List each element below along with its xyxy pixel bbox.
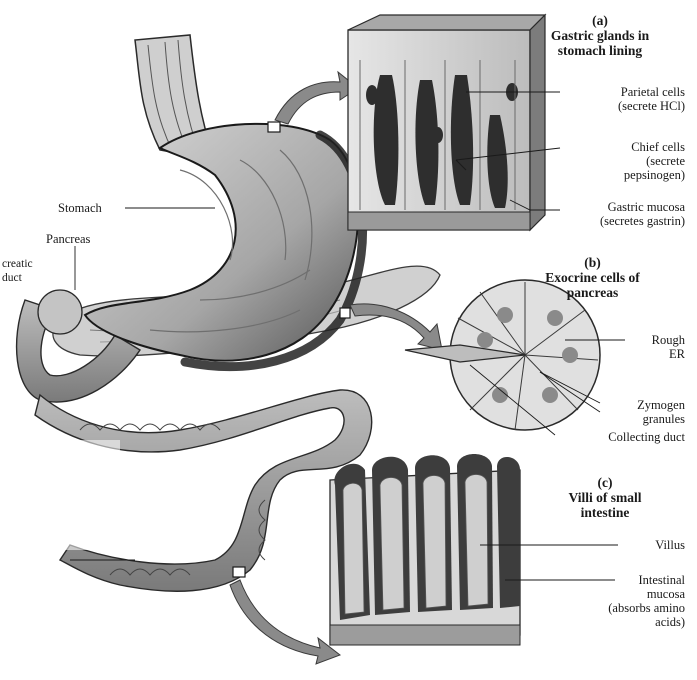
panel-c-letter: (c) [525,475,685,490]
panel-b-title-line2: pancreas [500,285,685,300]
villus-label: Villus [655,538,685,552]
pancreatic-acinus [405,280,600,430]
panel-c-title-line2: intestine [525,505,685,520]
pancreas-label: Pancreas [46,232,90,246]
panel-c-title-line1: Villi of small [525,490,685,505]
parietal-cells-label: Parietal cells (secrete HCl) [618,85,685,113]
villi-block [330,454,520,645]
panel-c-heading: (c) Villi of small intestine [525,475,685,520]
panel-a-heading: (a) Gastric glands in stomach lining [520,13,680,58]
rough-er-label: Rough ER [652,333,685,361]
zymogen-granules-label: Zymogen granules [637,398,685,426]
panel-a-title-line2: stomach lining [520,43,680,58]
faded-area [0,440,120,550]
gastric-mucosa-label: Gastric mucosa (secretes gastrin) [600,200,685,228]
panel-a-letter: (a) [520,13,680,28]
gastric-gland-block [348,15,545,230]
stomach-label: Stomach [58,201,102,215]
panel-a-title-line1: Gastric glands in [520,28,680,43]
panel-b-heading: (b) Exocrine cells of pancreas [500,255,685,300]
pancreatic-duct-label: creatic duct [2,257,33,285]
intestinal-mucosa-label: Intestinal mucosa (absorbs amino acids) [608,573,685,629]
panel-b-title-line1: Exocrine cells of [500,270,685,285]
panel-b-letter: (b) [500,255,685,270]
chief-cells-label: Chief cells (secrete pepsinogen) [624,140,685,182]
collecting-duct-label: Collecting duct [608,430,685,444]
